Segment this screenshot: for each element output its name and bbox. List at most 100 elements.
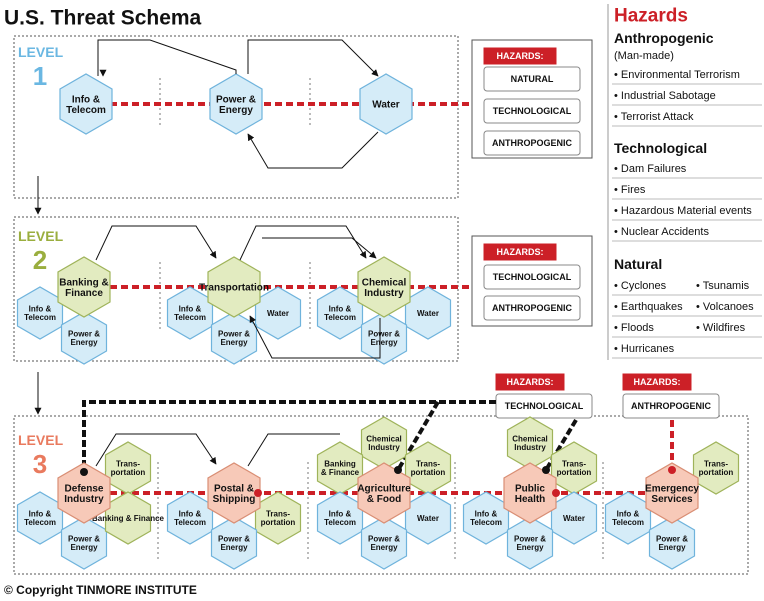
level-2-node-transportation [207,256,261,318]
level-3-emergency-sub-power-energy [648,516,696,570]
level-3-dot-red-postal [254,489,262,497]
level-1-node-power-energy [209,73,263,135]
level-3-agri-sub-water-label: Water [417,514,439,523]
level-1-node-info-telecom [59,73,113,135]
level-3-health-sub-power-energy-label: Power &Energy [514,535,546,552]
level-3-postal-sub-power-energy [210,516,258,570]
level-3-postal-sub-transportation-label: Trans-portation [261,510,296,527]
level-1-arrow-power-to-water [247,39,379,77]
level-1-hazards-title [483,47,557,65]
level-2-banking-sub-info-telecom-label: Info &Telecom [24,305,56,322]
level-2-number: 2 [33,245,47,275]
level-2-chemical-sub-power-energy-label: Power &Energy [368,330,400,347]
level-2-label: LEVEL [18,228,64,244]
sidebar-heading-natural: Natural [614,256,662,272]
level-2-node-chemical-industry [357,256,411,318]
level-3-arrow-postal-up [247,433,340,467]
level-3-emergency-sub-info-telecom-label: Info &Telecom [612,510,644,527]
sidebar-item-technological-2: • Hazardous Material events [614,205,752,217]
level-3-defense-sub-banking-finance-label: Banking & Finance [92,514,165,523]
level-1-node-power-energy-label: Power &Energy [216,94,256,116]
sidebar-heading-technological: Technological [614,140,707,156]
page-title: U.S. Threat Schema [4,6,202,29]
sidebar-item-technological-3: • Nuclear Accidents [614,226,709,238]
level-3-arrow-defense-to-postal [95,433,217,467]
level-3-label: LEVEL [18,432,64,448]
level-2-transport-sub-power-energy [210,311,258,365]
level-3-defense-sub-transportation-label: Trans-portation [111,460,146,477]
level-1-hazard-anthropogenic-label: ANTHROPOGENIC [492,138,573,148]
level-1-node-water-label: Water [372,100,400,111]
level-3-postal-sub-info-telecom-label: Info &Telecom [174,510,206,527]
level-2-hazards-title-label: HAZARDS: [497,247,544,257]
level-2-arrow-transport-to-chemical-2 [262,237,377,259]
level-1-hazard-anthropogenic [483,130,581,156]
level-3-health-sub-water-label: Water [563,514,585,523]
level-1-node-info-telecom-label: Info &Telecom [66,94,106,116]
level-2-chemical-sub-water-label: Water [417,309,439,318]
level-3-agri-sub-power-energy [360,516,408,570]
level-2-hazard-technological [483,264,581,290]
level-3-agri-sub-info-telecom-label: Info &Telecom [324,510,356,527]
level-2-arrow-banking-to-transport [95,225,217,261]
level-3-emergency-sub-power-energy-label: Power &Energy [656,535,688,552]
level-3-defense-sub-power-energy-label: Power &Energy [68,535,100,552]
sidebar-item-natural-4: • Floods [614,322,654,334]
level-2-chemical-sub-power-energy [360,311,408,365]
level-3-hazard-anthropogenic-label: ANTHROPOGENIC [631,401,712,411]
level-3-agri-sub-transportation-label: Trans-portation [411,460,446,477]
level-2-transport-sub-water-label: Water [267,309,289,318]
level-3-tech-line-defense [82,400,496,472]
level-2-node-banking-finance-label: Banking &Finance [59,277,108,299]
level-2-hazard-anthropogenic [483,295,581,321]
level-1-arrow-power-to-info [97,39,237,76]
level-1-hazard-technological-label: TECHNOLOGICAL [493,106,572,116]
level-3-hazard-technological [495,393,593,419]
level-3-node-public-health [503,462,557,524]
level-2-hazard-anthropogenic-label: ANTHROPOGENIC [492,303,573,313]
level-2-chemical-sub-info-telecom-label: Info &Telecom [324,305,356,322]
level-3-dot-defense [80,468,88,476]
level-2-banking-sub-power-energy [60,311,108,365]
sidebar-item-natural-0: • Cyclones [614,280,667,292]
level-1-hazard-technological [483,98,581,124]
level-3-frame [13,415,749,575]
sidebar-item-anthropogenic-0: • Environmental Terrorism [614,69,740,81]
level-1-hazard-natural-label: NATURAL [511,74,554,84]
level-3-node-agriculture-food [357,462,411,524]
level-3-health-sub-power-energy [506,516,554,570]
level-1-hazards-title-label: HAZARDS: [497,51,544,61]
level-3-node-defense-industry [57,462,111,524]
level-1-number: 1 [33,61,47,91]
level-2-banking-sub-power-energy-label: Power &Energy [68,330,100,347]
sidebar-item-natural-1: • Tsunamis [696,280,750,292]
sidebar-heading-anthropogenic: Anthropogenic [614,30,714,46]
sidebar-item-natural-5: • Wildfires [696,322,746,334]
level-2-arrow-transport-to-chemical [239,225,367,261]
sidebar-item-anthropogenic-2: • Terrorist Attack [614,111,694,123]
level-3-dot-health [542,466,550,474]
level-3-anthro-hazards-title [622,373,692,391]
sidebar-item-natural-6: • Hurricanes [614,343,675,355]
level-1-frame [13,35,459,199]
sidebar-item-natural-3: • Volcanoes [696,301,754,313]
sidebar-sub-anthropogenic: (Man-made) [614,50,674,62]
sidebar-item-anthropogenic-1: • Industrial Sabotage [614,90,716,102]
level-2-node-banking-finance [57,256,111,318]
level-2-hazard-technological-label: TECHNOLOGICAL [493,272,572,282]
level-3-hazard-anthropogenic [622,393,720,419]
level-3-dot-agri [394,466,402,474]
level-3-tech-line-agri [396,400,440,472]
sidebar-item-natural-2: • Earthquakes [614,301,683,313]
level-3-emergency-sub-transportation [692,441,740,495]
level-1-node-water [359,73,413,135]
sidebar-title: Hazards [614,6,688,27]
level-3-node-postal-shipping-label: Postal &Shipping [213,483,256,505]
level-3-tech-hazards-title [495,373,565,391]
level-3-defense-sub-info-telecom-label: Info &Telecom [24,510,56,527]
level-2-hazards-title [483,243,557,261]
sidebar-item-technological-0: • Dam Failures [614,163,687,175]
level-2-node-transportation-label: Transportation [199,283,269,294]
